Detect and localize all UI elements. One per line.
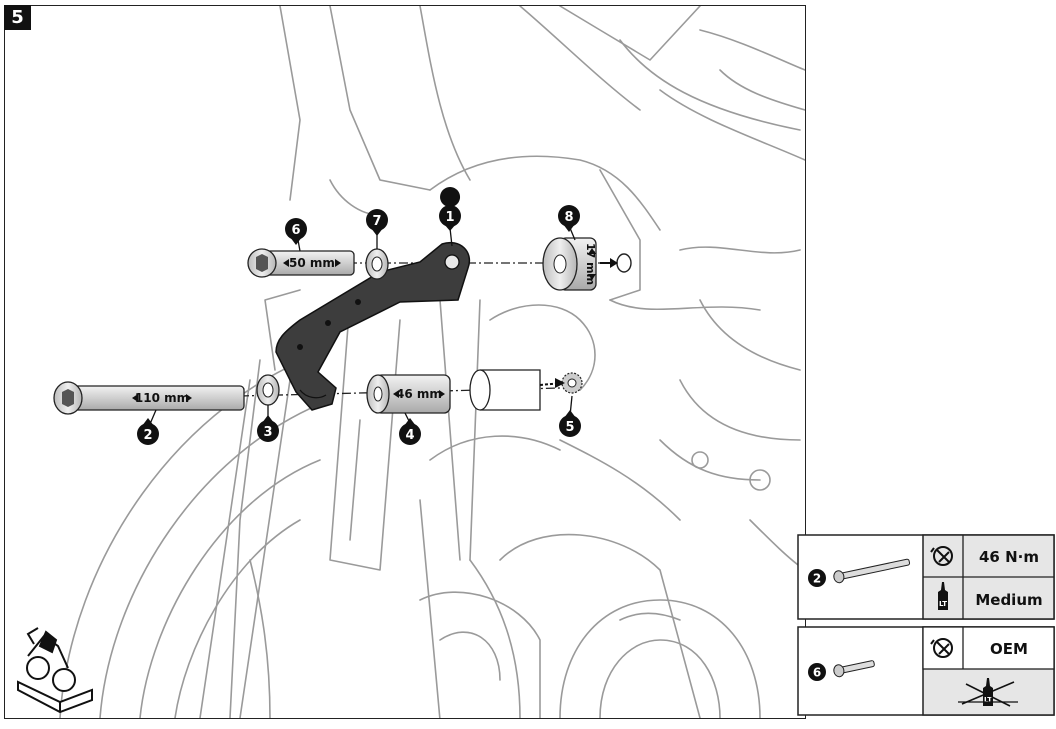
callout-4: 4	[399, 418, 421, 445]
legend-row-bolt-6: 6 OEM LT	[797, 626, 1055, 716]
legend-callout-6	[808, 663, 826, 681]
svg-text:2: 2	[813, 572, 821, 586]
washer-upper	[365, 248, 389, 280]
frame-tube	[469, 369, 541, 411]
dimension-arrows	[132, 248, 596, 402]
nut-17mm	[542, 237, 597, 291]
short-bolt-icon	[833, 660, 875, 678]
legend-row-bolt-2: 2 46 N·m LT Medium	[797, 534, 1055, 620]
spacer-46mm	[366, 374, 451, 414]
dim-label-17mm: 17 mm	[584, 243, 597, 285]
bolt-50mm	[247, 248, 355, 278]
svg-text:3: 3	[263, 425, 272, 440]
legend-callout-2	[808, 569, 826, 587]
callout-7: 7	[366, 209, 388, 236]
no-threadlock-icon: LT	[958, 678, 1018, 707]
motorcycle-lift-icon	[17, 627, 93, 714]
callout-8: 8	[558, 205, 580, 232]
callout-1: 1	[439, 187, 461, 231]
torque-wrench-icon-oem	[930, 638, 953, 658]
svg-text:8: 8	[564, 210, 573, 225]
mounting-bracket	[275, 241, 471, 411]
svg-text:7: 7	[372, 214, 381, 229]
callout-pins: 1 6 7 8 2 3 4 5	[137, 187, 581, 445]
svg-text:1: 1	[445, 210, 454, 225]
svg-text:LT: LT	[939, 600, 947, 608]
nut-flange	[539, 372, 583, 394]
svg-text:LT: LT	[984, 696, 992, 704]
threadlock-strength: Medium	[975, 591, 1042, 609]
washer-lower	[256, 374, 280, 406]
motorcycle-background	[59, 6, 805, 718]
svg-text:4: 4	[405, 428, 414, 443]
step-number-badge: 5	[4, 5, 31, 30]
callout-3: 3	[257, 415, 279, 442]
svg-text:6: 6	[813, 666, 821, 680]
svg-text:6: 6	[291, 223, 300, 238]
callout-2: 2	[137, 418, 159, 445]
diagram-frame	[4, 5, 806, 719]
dim-label-46mm: 46 mm	[396, 387, 442, 401]
bolt-110mm	[53, 381, 245, 415]
dim-label-110mm: 110 mm	[135, 391, 189, 405]
callout-6: 6	[285, 218, 307, 245]
threadlock-bottle-icon: LT	[938, 582, 948, 610]
dim-label-50mm: 50 mm	[289, 256, 335, 270]
torque-value-oem: OEM	[990, 640, 1028, 658]
long-bolt-icon	[833, 558, 911, 584]
torque-value-46nm: 46 N·m	[979, 548, 1039, 566]
svg-text:5: 5	[565, 420, 574, 435]
callout-5: 5	[559, 410, 581, 437]
svg-text:2: 2	[143, 428, 152, 443]
torque-wrench-icon	[930, 546, 953, 566]
